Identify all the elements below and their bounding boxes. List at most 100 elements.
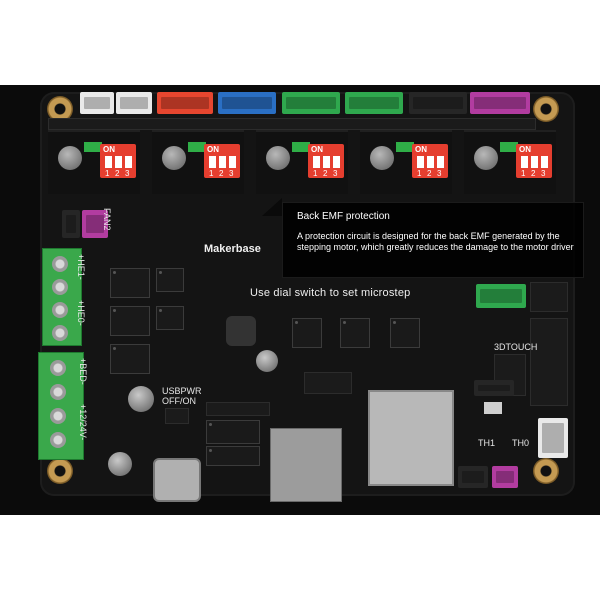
mounting-hole [47, 458, 73, 484]
driver-chip [84, 142, 102, 152]
dip-number: 2 [427, 169, 432, 178]
mosfet [156, 268, 184, 292]
stepper-driver: ON 1 2 3 [48, 130, 140, 194]
connector-blue [218, 92, 276, 114]
mosfet [110, 306, 150, 336]
stepper-driver: ON 1 2 3 [360, 130, 452, 194]
dip-number: 1 [417, 169, 422, 178]
silk-label: +HE1- [76, 254, 86, 280]
connector-white [116, 92, 152, 114]
dip-switch: ON 1 2 3 [100, 144, 136, 178]
mounting-hole [533, 96, 559, 122]
silk-label: FAN2 [102, 208, 112, 231]
dip-number: 3 [437, 169, 442, 178]
connector-purple [492, 466, 518, 488]
dip-number: 3 [229, 169, 234, 178]
capacitor [128, 386, 154, 412]
mosfet [110, 344, 150, 374]
dip-number: 2 [115, 169, 120, 178]
dip-number: 2 [323, 169, 328, 178]
dip-number: 1 [105, 169, 110, 178]
driver-chip [188, 142, 206, 152]
mosfet [156, 306, 184, 330]
ic-chip [206, 446, 260, 466]
dip-number: 1 [209, 169, 214, 178]
dip-switch: ON 1 2 3 [412, 144, 448, 178]
terminal-screw [50, 432, 66, 448]
exp-header [530, 318, 568, 406]
silk-label: OFF/ON [162, 396, 196, 406]
capacitor [370, 146, 394, 170]
connector-green [345, 92, 403, 114]
usb-c-port [153, 458, 201, 502]
connector-black [409, 92, 467, 114]
silk-label: +12/24V- [78, 404, 88, 441]
driver-chip [396, 142, 414, 152]
mounting-hole [533, 458, 559, 484]
callout-body: A protection circuit is designed for the… [297, 231, 574, 252]
connector-green [476, 284, 526, 308]
pin-header [304, 372, 352, 394]
callout-title: Back EMF protection [297, 211, 390, 222]
reset-button [484, 402, 502, 414]
capacitor [108, 452, 132, 476]
capacitor [266, 146, 290, 170]
pin-header [530, 282, 568, 312]
terminal-screw [50, 408, 66, 424]
driver-ic [340, 318, 370, 348]
dip-switch: ON 1 2 3 [204, 144, 240, 178]
silk-label: 3DTOUCH [494, 342, 538, 352]
feature-caption: Use dial switch to set microstep [250, 287, 411, 299]
capacitor [58, 146, 82, 170]
pin-header-row [48, 118, 536, 130]
inductor [226, 316, 256, 346]
dip-number: 1 [521, 169, 526, 178]
terminal-screw [52, 302, 68, 318]
feature-callout: Back EMF protection A protection circuit… [282, 202, 584, 278]
dip-on-label: ON [311, 145, 323, 154]
ic-chip [206, 420, 260, 444]
driver-chip [292, 142, 310, 152]
connector-white [80, 92, 114, 114]
connector-black [474, 380, 514, 396]
capacitor [162, 146, 186, 170]
dip-switch: ON 1 2 3 [516, 144, 552, 178]
connector-black [458, 466, 488, 488]
dip-on-label: ON [519, 145, 531, 154]
silk-label: +HE0- [76, 300, 86, 326]
driver-ic [292, 318, 322, 348]
dip-number: 3 [125, 169, 130, 178]
connector-purple [82, 210, 108, 238]
silk-label: +BED- [78, 358, 88, 385]
dip-number: 2 [531, 169, 536, 178]
brand-label: Makerbase [204, 243, 261, 255]
terminal-screw [52, 279, 68, 295]
terminal-screw [52, 325, 68, 341]
dip-switch: ON 1 2 3 [308, 144, 344, 178]
dip-number: 3 [541, 169, 546, 178]
stepper-driver: ON 1 2 3 [152, 130, 244, 194]
connector-black [62, 210, 80, 238]
stepper-driver: ON 1 2 3 [256, 130, 348, 194]
dip-number: 2 [219, 169, 224, 178]
mosfet [110, 268, 150, 298]
dip-number: 1 [313, 169, 318, 178]
mounting-hole [47, 96, 73, 122]
connector-green [282, 92, 340, 114]
terminal-screw [52, 256, 68, 272]
esp-wifi-module [368, 390, 454, 486]
sd-card-slot [270, 428, 342, 502]
pin-header [206, 402, 270, 416]
connector-purple [470, 92, 530, 114]
capacitor [474, 146, 498, 170]
driver-ic [390, 318, 420, 348]
dip-on-label: ON [207, 145, 219, 154]
jumper-header [165, 408, 189, 424]
dip-number: 3 [333, 169, 338, 178]
terminal-screw [50, 360, 66, 376]
dip-on-label: ON [415, 145, 427, 154]
terminal-screw [50, 384, 66, 400]
stepper-driver: ON 1 2 3 [464, 130, 556, 194]
silk-label: USBPWR [162, 386, 202, 396]
